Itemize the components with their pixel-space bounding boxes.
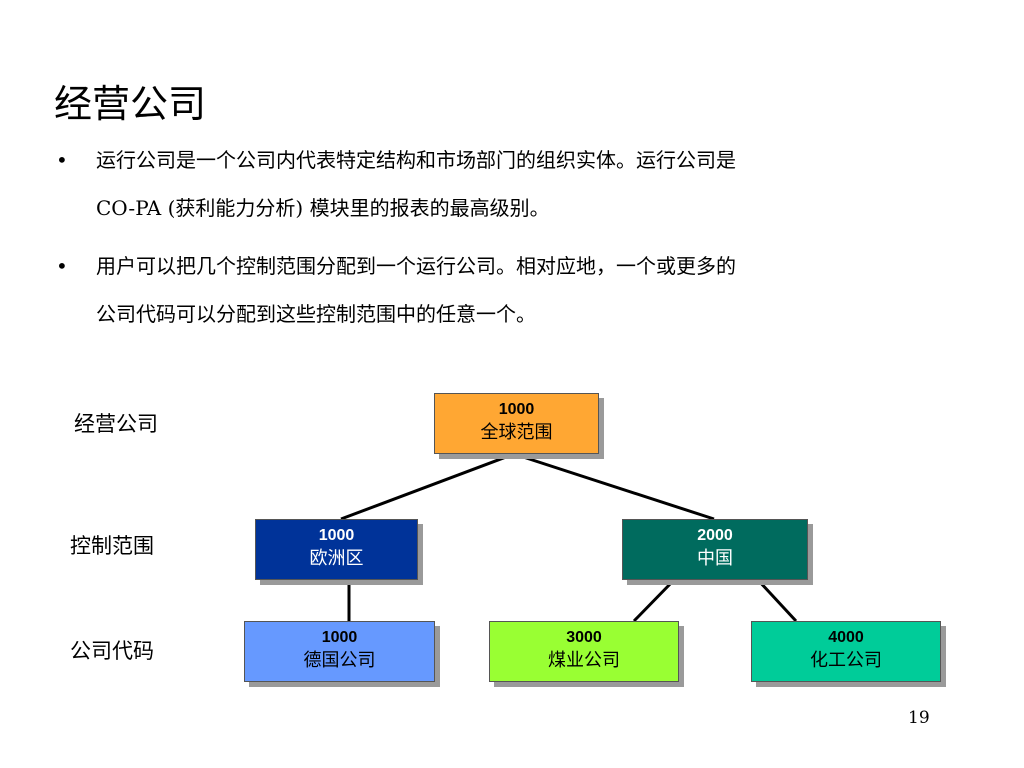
- node-name: 德国公司: [303, 650, 376, 670]
- node-global-operating-concern: 1000 全球范围: [434, 393, 599, 454]
- node-code: 1000: [498, 401, 535, 418]
- page-number: 19: [908, 708, 930, 728]
- node-code: 3000: [566, 629, 602, 646]
- node-code: 1000: [321, 629, 358, 646]
- bullet-2-line-2: 公司代码可以分配到这些控制范围中的任意一个。: [96, 302, 536, 326]
- connector-global-china: [513, 452, 715, 521]
- bullet-marker-2: •: [56, 254, 68, 278]
- node-name: 欧洲区: [309, 548, 364, 568]
- node-germany-company-code: 1000 德国公司: [244, 621, 435, 682]
- node-code: 2000: [697, 527, 733, 544]
- bullet-1-line-1: 运行公司是一个公司内代表特定结构和市场部门的组织实体。运行公司是: [96, 148, 736, 172]
- node-name: 化工公司: [810, 650, 882, 670]
- connector-china-chemical: [756, 578, 798, 623]
- bullet-2-line-1: 用户可以把几个控制范围分配到一个运行公司。相对应地，一个或更多的: [96, 254, 736, 278]
- level-label-controlling-area: 控制范围: [70, 534, 154, 558]
- node-name: 煤业公司: [548, 650, 620, 670]
- node-name: 全球范围: [480, 422, 553, 442]
- level-label-operating-concern: 经营公司: [74, 412, 158, 436]
- node-code: 1000: [318, 527, 355, 544]
- node-coal-company-code: 3000 煤业公司: [489, 621, 679, 682]
- node-name: 中国: [697, 548, 733, 568]
- bullet-text-2: 用户可以把几个控制范围分配到一个运行公司。相对应地，一个或更多的 公司代码可以分…: [96, 242, 936, 338]
- connector-global-europe: [340, 452, 515, 521]
- node-china-controlling-area: 2000 中国: [622, 519, 808, 580]
- connector-china-coal: [632, 578, 676, 623]
- node-code: 4000: [828, 629, 864, 646]
- level-label-company-code: 公司代码: [70, 639, 154, 663]
- bullet-1-line-2: CO-PA (获利能力分析) 模块里的报表的最高级别。: [96, 196, 550, 220]
- node-europe-controlling-area: 1000 欧洲区: [255, 519, 418, 580]
- bullet-marker-1: •: [56, 148, 68, 172]
- bullet-text-1: 运行公司是一个公司内代表特定结构和市场部门的组织实体。运行公司是 CO-PA (…: [96, 136, 936, 232]
- page-title: 经营公司: [54, 82, 207, 126]
- node-chemical-company-code: 4000 化工公司: [751, 621, 941, 682]
